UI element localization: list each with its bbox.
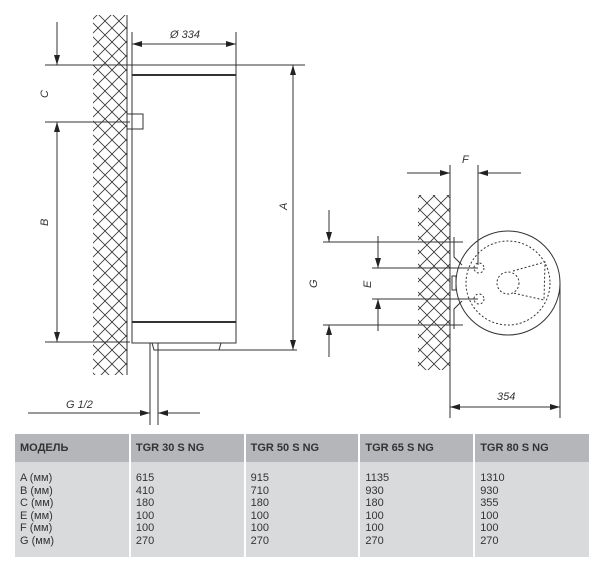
cell: 270 [244, 534, 361, 557]
header-tgr80: TGR 80 S NG [474, 434, 591, 462]
depth-label: 354 [497, 391, 515, 403]
technical-drawing: Ø 334 C B A G 1/2 F G E 354 [28, 15, 561, 425]
wall-hatch-top [418, 195, 450, 370]
cell: 100 [474, 522, 591, 535]
cell: 1135 [359, 462, 476, 485]
diameter-label: Ø 334 [169, 29, 200, 41]
header-tgr30: TGR 30 S NG [129, 434, 246, 462]
cell: 930 [359, 484, 476, 497]
cell: 100 [129, 509, 246, 522]
cell: 615 [129, 462, 246, 485]
row-label: C (мм) [15, 497, 131, 510]
tank-circle [455, 230, 561, 336]
a-label: A [278, 203, 290, 211]
bottom-cup [151, 342, 222, 351]
header-model: МОДЕЛЬ [15, 434, 131, 462]
cell: 355 [474, 497, 591, 510]
header-tgr50: TGR 50 S NG [244, 434, 361, 462]
cell: 100 [244, 522, 361, 535]
row-label: A (мм) [15, 462, 131, 485]
row-label: B (мм) [15, 484, 131, 497]
wall-hatch [93, 15, 127, 375]
b-label: B [39, 219, 51, 226]
cell: 180 [129, 497, 246, 510]
side-view [28, 15, 305, 425]
cell: 100 [474, 509, 591, 522]
e-label: E [362, 280, 374, 288]
cell: 180 [359, 497, 476, 510]
cell: 100 [359, 509, 476, 522]
dimensions-table: МОДЕЛЬ TGR 30 S NG TGR 50 S NG TGR 65 S … [15, 434, 591, 557]
f-label: F [462, 154, 470, 166]
table-header-row: МОДЕЛЬ TGR 30 S NG TGR 50 S NG TGR 65 S … [15, 434, 591, 462]
row-label: E (мм) [15, 509, 131, 522]
pipe-label: G 1/2 [66, 399, 93, 411]
row-label: F (мм) [15, 522, 131, 535]
cell: 410 [129, 484, 246, 497]
tank-body [131, 64, 237, 344]
row-label: G (мм) [15, 534, 131, 557]
cell: 915 [244, 462, 361, 485]
cell: 100 [129, 522, 246, 535]
cell: 180 [244, 497, 361, 510]
cell: 270 [359, 534, 476, 557]
c-label: C [39, 90, 51, 98]
header-tgr65: TGR 65 S NG [359, 434, 476, 462]
g-label: G [308, 279, 320, 288]
cell: 100 [244, 509, 361, 522]
cell: 270 [474, 534, 591, 557]
cell: 710 [244, 484, 361, 497]
cell: 930 [474, 484, 591, 497]
cell: 100 [359, 522, 476, 535]
top-view [323, 165, 561, 418]
cell: 1310 [474, 462, 591, 485]
cell: 270 [129, 534, 246, 557]
